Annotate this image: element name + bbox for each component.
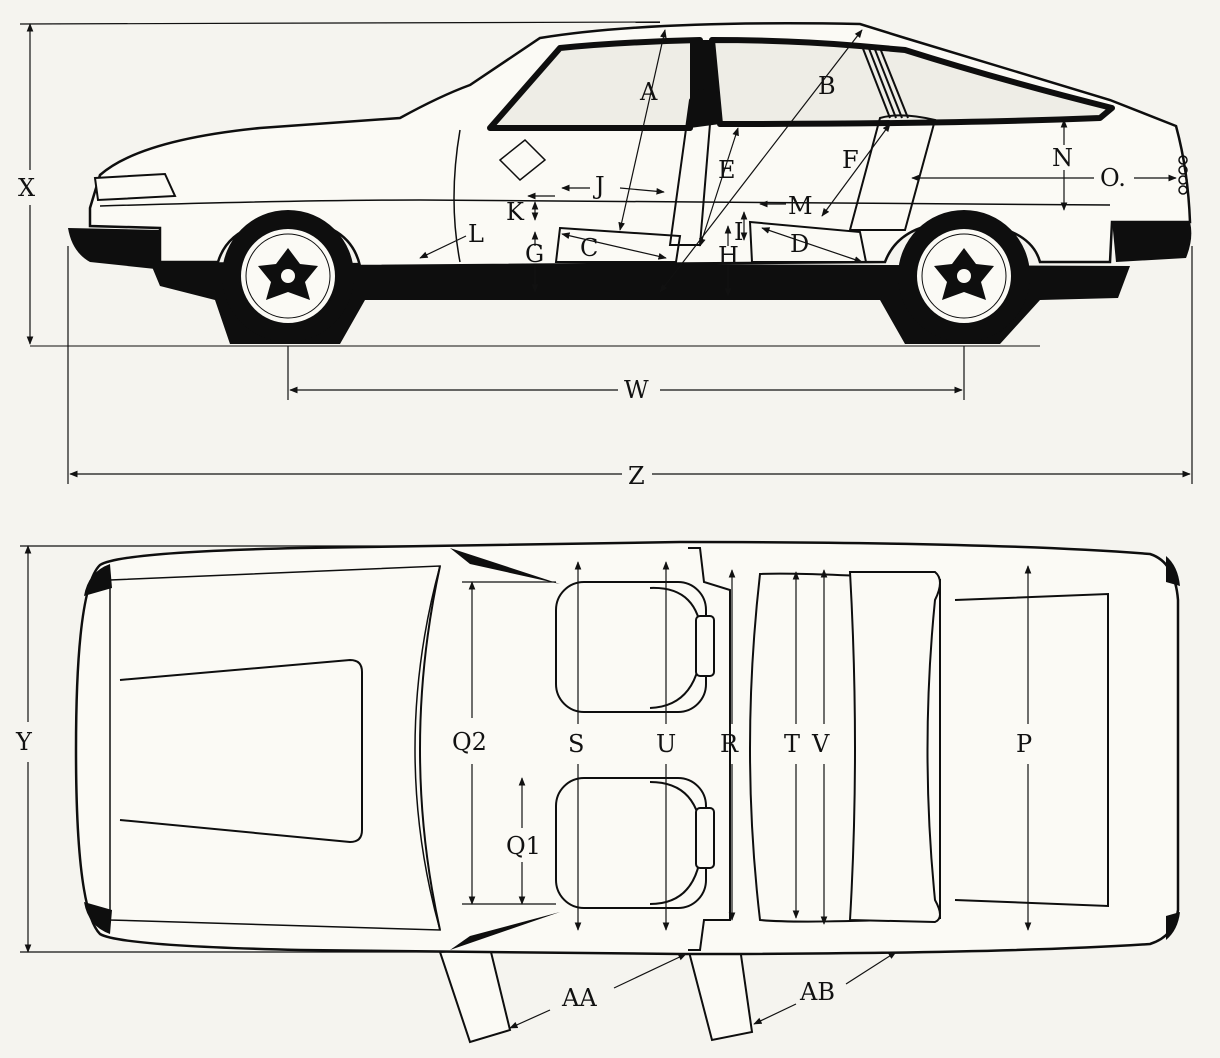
label-o: O. <box>1100 164 1126 192</box>
label-y: Y <box>15 728 33 756</box>
headlight <box>93 172 177 202</box>
front-corner-bl <box>84 902 112 934</box>
front-corner-tl <box>84 564 112 596</box>
b-pillar-top <box>688 547 731 951</box>
label-aa: AA <box>561 984 597 1012</box>
label-l: L <box>468 220 484 248</box>
label-k: K <box>506 198 525 226</box>
rear-seat-side <box>848 114 937 231</box>
rear-light-cluster <box>1178 155 1188 195</box>
label-z: Z <box>628 462 645 490</box>
label-ab: AB <box>799 978 835 1006</box>
label-p: P <box>1016 730 1032 758</box>
rear-corner-tr <box>1166 556 1180 586</box>
front-wheel <box>222 210 354 342</box>
label-s: S <box>568 730 584 758</box>
rear-bumper <box>1112 220 1192 262</box>
rear-backrest-top <box>848 571 941 924</box>
label-i: I <box>734 218 743 246</box>
rear-door-open <box>686 947 754 1042</box>
body-feature-line <box>99 199 1111 207</box>
side-view: A B C D E F G H I J K L M N O. W X Z <box>18 21 1193 490</box>
label-h: H <box>718 242 739 270</box>
windscreen-top <box>419 565 441 931</box>
rear-hatch <box>954 592 1109 908</box>
mirror-bottom <box>450 912 560 950</box>
label-v: V <box>811 730 830 758</box>
label-f: F <box>842 146 859 174</box>
c-pillar-stripes <box>861 45 909 119</box>
label-g: G <box>525 240 544 268</box>
steering-area <box>498 138 547 182</box>
rear-wheel <box>898 210 1030 342</box>
label-m: M <box>788 192 813 220</box>
label-q1: Q1 <box>506 832 541 860</box>
label-n: N <box>1052 144 1073 172</box>
label-e: E <box>718 156 736 184</box>
label-a: A <box>639 78 658 106</box>
side-internal-arrows <box>419 29 1177 297</box>
label-j: J <box>592 172 605 200</box>
label-r: R <box>720 730 739 758</box>
label-d: D <box>790 230 809 258</box>
label-c: C <box>580 234 598 262</box>
sill-shadow <box>150 262 1130 344</box>
bonnet-bulge <box>119 658 363 844</box>
front-seat-top-lower <box>555 777 715 909</box>
rear-corner-br <box>1166 912 1180 940</box>
front-door-open <box>438 946 512 1044</box>
label-b: B <box>818 72 836 100</box>
door-line <box>453 129 461 263</box>
front-seat-top-upper <box>555 581 715 713</box>
label-u: U <box>656 730 676 758</box>
front-bumper <box>68 228 165 270</box>
mirror-top <box>450 548 560 584</box>
label-x: X <box>18 174 35 202</box>
bonnet <box>109 565 441 931</box>
label-q2: Q2 <box>452 728 487 756</box>
top-dimension-arrows <box>20 545 1032 1029</box>
label-t: T <box>784 730 800 758</box>
side-outer-dimensions <box>19 21 1193 484</box>
top-view: Y Q2 Q1 S U R T V P AA AB <box>15 540 1180 1044</box>
label-w: W <box>624 376 649 404</box>
